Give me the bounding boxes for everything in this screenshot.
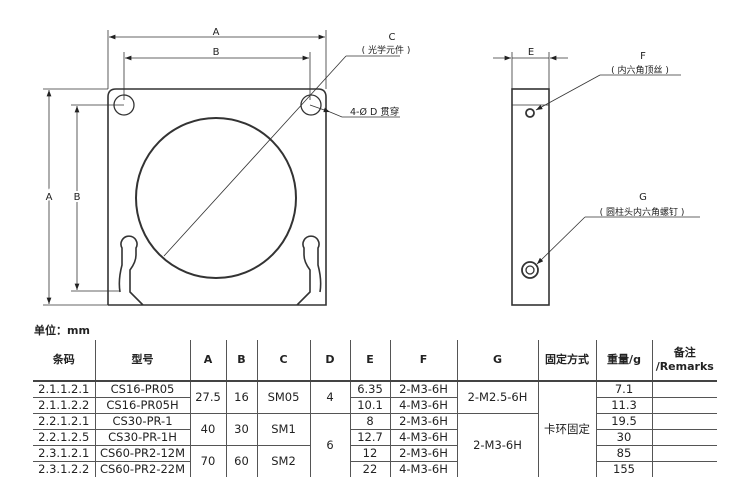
header-g: G: [456, 340, 538, 381]
label-holes: 4-Ø D 贯穿: [350, 106, 399, 118]
side-view: [493, 52, 700, 306]
cell-model: CS60-PR2-12M: [94, 445, 190, 462]
table-row: 2.1.1.2.2 CS16-PR05H 10.1 4-M3-6H 11.3: [33, 397, 717, 414]
cell-mount: 卡环固定: [537, 380, 596, 477]
table-row: 2.2.1.2.1 CS30-PR-1 40 30 SM1 6 8 2-M3-6…: [33, 413, 717, 477]
header-remarks-line2: /Remarks: [655, 360, 714, 373]
cell-d: 4: [309, 380, 350, 414]
optic-aperture: [135, 117, 297, 279]
dim-e: E: [528, 47, 534, 58]
table-header-row: 条码 型号 A B C D E F G 固定方式 重量/g 备注/Remarks: [33, 340, 717, 381]
label-g-note: ( 圆柱头内六角螺钉 ): [600, 206, 685, 218]
cell-e: 12.7: [349, 429, 390, 446]
cell-b: 60: [225, 445, 257, 477]
cell-remarks: [651, 397, 717, 414]
header-b: B: [225, 340, 257, 381]
dim-a-left: A: [46, 192, 53, 203]
cell-a: 27.5: [189, 380, 226, 414]
cap-screw-inner: [525, 265, 535, 275]
cell-remarks: [651, 461, 717, 477]
cell-f: 4-M3-6H: [389, 397, 457, 414]
cell-e: 10.1: [349, 397, 390, 414]
cell-weight: 19.5: [595, 413, 652, 430]
cell-c: SM05: [256, 380, 310, 414]
cell-d: 6: [309, 413, 350, 477]
header-e: E: [349, 340, 390, 381]
header-a: A: [189, 340, 226, 381]
unit-label: 单位：mm: [34, 324, 90, 337]
label-f-note: ( 内六角顶丝 ): [611, 64, 669, 76]
cell-weight: 155: [595, 461, 652, 477]
cell-e: 6.35: [349, 380, 390, 398]
header-code: 条码: [52, 353, 75, 366]
side-body: [511, 88, 550, 306]
header-f: F: [389, 340, 457, 381]
cell-code: 2.1.1.2.1: [33, 380, 95, 398]
header-mount: 固定方式: [537, 340, 596, 381]
cell-a: 40: [189, 413, 226, 446]
technical-drawing: A B A B C ( 光学元件 ) 4-Ø D 贯穿 E F ( 内六角顶丝 …: [43, 27, 700, 306]
header-weight: 重量/g: [595, 340, 652, 381]
cell-weight: 7.1: [595, 380, 652, 398]
spec-table: 条码 型号 A B C D E F G 固定方式 重量/g 备注/Remarks…: [33, 340, 717, 477]
cell-g: 2-M3-6H: [456, 413, 538, 477]
dimension-lines: [43, 30, 400, 306]
cell-code: 2.3.1.2.2: [33, 461, 95, 477]
label-f: F: [640, 51, 646, 62]
cell-weight: 30: [595, 429, 652, 446]
cell-code: 2.2.1.2.1: [33, 413, 95, 430]
cell-weight: 85: [595, 445, 652, 462]
plate-outline: [107, 88, 327, 306]
front-view: [43, 30, 400, 306]
cell-g: 2-M2.5-6H: [456, 380, 538, 414]
cell-model: CS30-PR-1: [94, 413, 190, 430]
dim-b-top: B: [213, 47, 220, 58]
table-row: 2.3.1.2.2 CS60-PR2-22M 22 4-M3-6H 155: [33, 461, 717, 477]
header-remarks-line1: 备注: [673, 346, 696, 359]
cell-c: SM1: [256, 413, 310, 446]
cell-f: 4-M3-6H: [389, 429, 457, 446]
dim-b-left: B: [74, 192, 81, 203]
header-remarks: 备注/Remarks: [651, 340, 717, 381]
cell-f: 2-M3-6H: [389, 445, 457, 462]
label-g: G: [639, 192, 647, 203]
cell-remarks: [651, 445, 717, 462]
cell-c: SM2: [256, 445, 310, 477]
cell-model: CS16-PR05H: [94, 397, 190, 414]
set-screw-hole: [525, 108, 535, 118]
cell-e: 12: [349, 445, 390, 462]
cell-code: 2.2.1.2.5: [33, 429, 95, 446]
label-c: C: [389, 32, 396, 43]
cell-model: CS16-PR05: [94, 380, 190, 398]
cell-e: 8: [349, 413, 390, 430]
cell-weight: 11.3: [595, 397, 652, 414]
cell-model: CS60-PR2-22M: [94, 461, 190, 477]
cell-remarks: [651, 429, 717, 446]
cell-remarks: [651, 413, 717, 430]
cell-a: 70: [189, 445, 226, 477]
cell-f: 2-M3-6H: [389, 380, 457, 398]
header-model: 型号: [94, 340, 190, 381]
cell-b: 30: [225, 413, 257, 446]
cell-model: CS30-PR-1H: [94, 429, 190, 446]
cell-code: 2.3.1.2.1: [33, 445, 95, 462]
cell-f: 4-M3-6H: [389, 461, 457, 477]
label-c-note: ( 光学元件 ): [362, 44, 411, 56]
header-c: C: [256, 340, 310, 381]
table-row: 2.1.1.2.1 CS16-PR05 27.5 16 SM05 4 6.35 …: [33, 380, 717, 477]
header-d: D: [309, 340, 350, 381]
cap-screw-outer: [521, 261, 539, 279]
cell-b: 16: [225, 380, 257, 414]
table-row: 2.3.1.2.1 CS60-PR2-12M 70 60 SM2 12 2-M3…: [33, 445, 717, 477]
cell-e: 22: [349, 461, 390, 477]
cell-code: 2.1.1.2.2: [33, 397, 95, 414]
dim-a-top: A: [213, 27, 220, 38]
cell-remarks: [651, 380, 717, 398]
cell-f: 2-M3-6H: [389, 413, 457, 430]
table-row: 2.2.1.2.5 CS30-PR-1H 12.7 4-M3-6H 30: [33, 429, 717, 446]
